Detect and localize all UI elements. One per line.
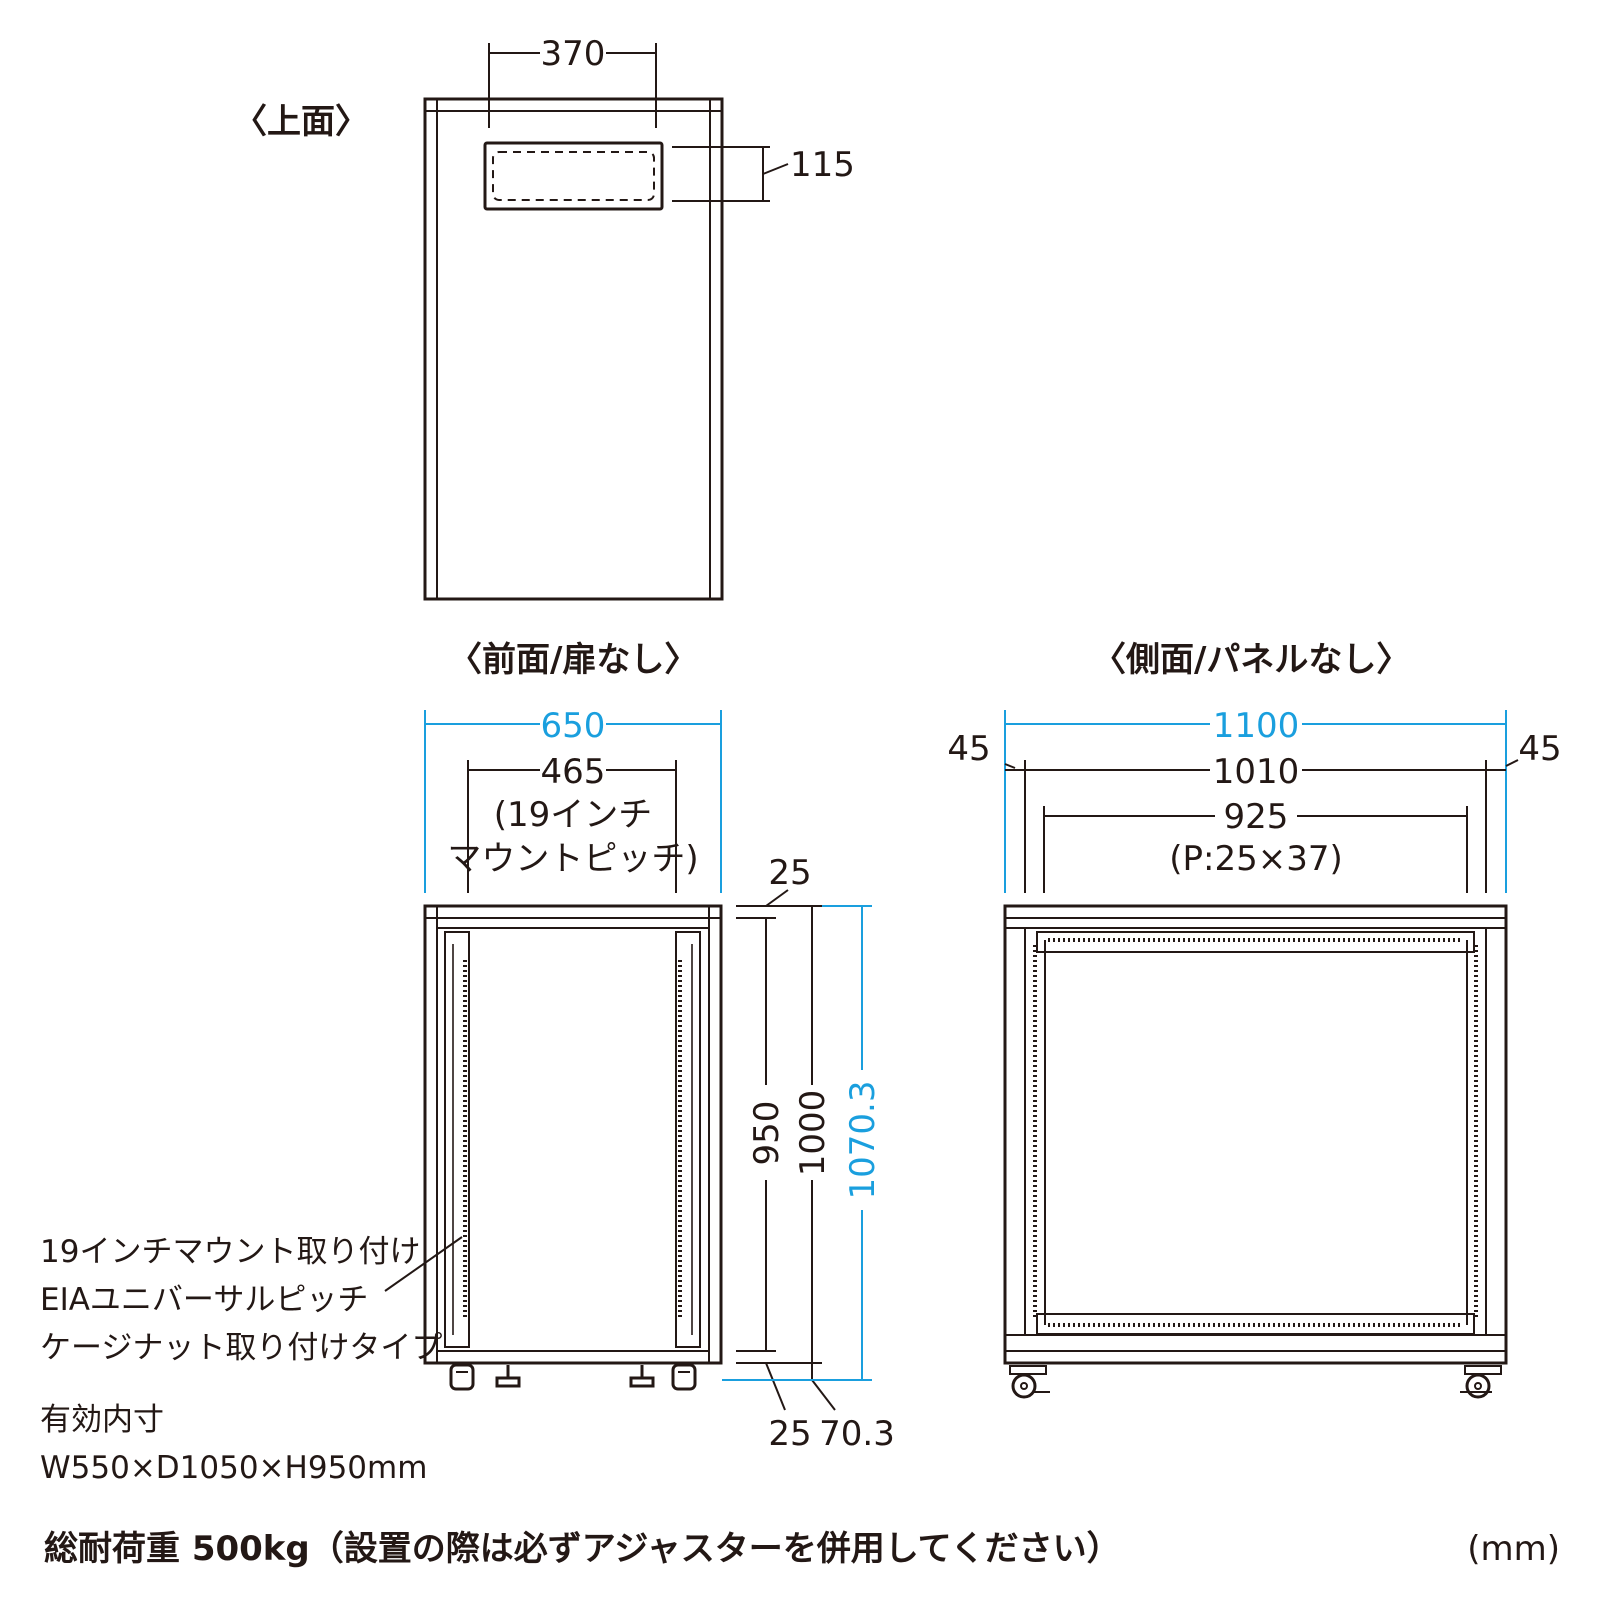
front-overall-height-dim xyxy=(722,905,872,1381)
front-width-dim xyxy=(424,710,722,893)
side-pitch-label: (P:25×37) xyxy=(1169,839,1343,879)
side-left-offset-label: 45 xyxy=(947,729,990,769)
side-925-dim xyxy=(1043,806,1468,893)
front-mount-label: 465 xyxy=(541,752,606,792)
front-bottom70-label: 70.3 xyxy=(819,1414,895,1454)
front-950-label: 950 xyxy=(747,1101,787,1166)
mount-note-line2: EIAユニバーサルピッチ xyxy=(40,1282,368,1318)
top-depth-dim xyxy=(672,146,789,202)
side-1010-label: 1010 xyxy=(1213,752,1300,792)
front-mount-note1: (19インチ xyxy=(494,795,653,835)
mount-note-line3: ケージナット取り付けタイプ xyxy=(40,1330,442,1366)
top-depth-label: 115 xyxy=(790,145,855,185)
front-bottom25-label: 25 xyxy=(768,1414,811,1454)
front-1070-label: 1070.3 xyxy=(843,1081,883,1200)
top-view-title: 〈上面〉 xyxy=(233,102,369,142)
side-width-dim xyxy=(1004,710,1507,893)
unit-label: (mm) xyxy=(1467,1529,1560,1569)
front-top-gap-label: 25 xyxy=(768,853,811,893)
side-cabinet xyxy=(1003,904,1508,1399)
front-view-title: 〈前面/扉なし〉 xyxy=(448,640,698,680)
front-width-label: 650 xyxy=(541,706,606,746)
front-mount-note2: マウントピッチ) xyxy=(447,839,698,879)
front-mount-dim xyxy=(467,760,677,893)
front-cabinet xyxy=(423,904,723,1391)
mount-note-line1: 19インチマウント取り付け xyxy=(40,1234,420,1270)
load-note: 総耐荷重 500kg（設置の際は必ずアジャスターを併用してください） xyxy=(44,1529,1121,1569)
front-1000-label: 1000 xyxy=(793,1090,833,1177)
side-width-label: 1100 xyxy=(1213,706,1300,746)
side-1010-dim xyxy=(1004,759,1519,893)
top-width-dim xyxy=(488,43,657,128)
top-view-body xyxy=(423,97,724,601)
top-width-label: 370 xyxy=(541,34,606,74)
side-view-title: 〈側面/パネルなし〉 xyxy=(1092,640,1410,680)
side-right-offset-label: 45 xyxy=(1518,729,1561,769)
mount-note-leader xyxy=(384,1236,463,1292)
side-925-label: 925 xyxy=(1224,797,1289,837)
inner-dims-label: 有効内寸 xyxy=(40,1402,164,1438)
front-height-dims xyxy=(736,889,836,1411)
inner-dims-value: W550×D1050×H950mm xyxy=(40,1450,427,1486)
